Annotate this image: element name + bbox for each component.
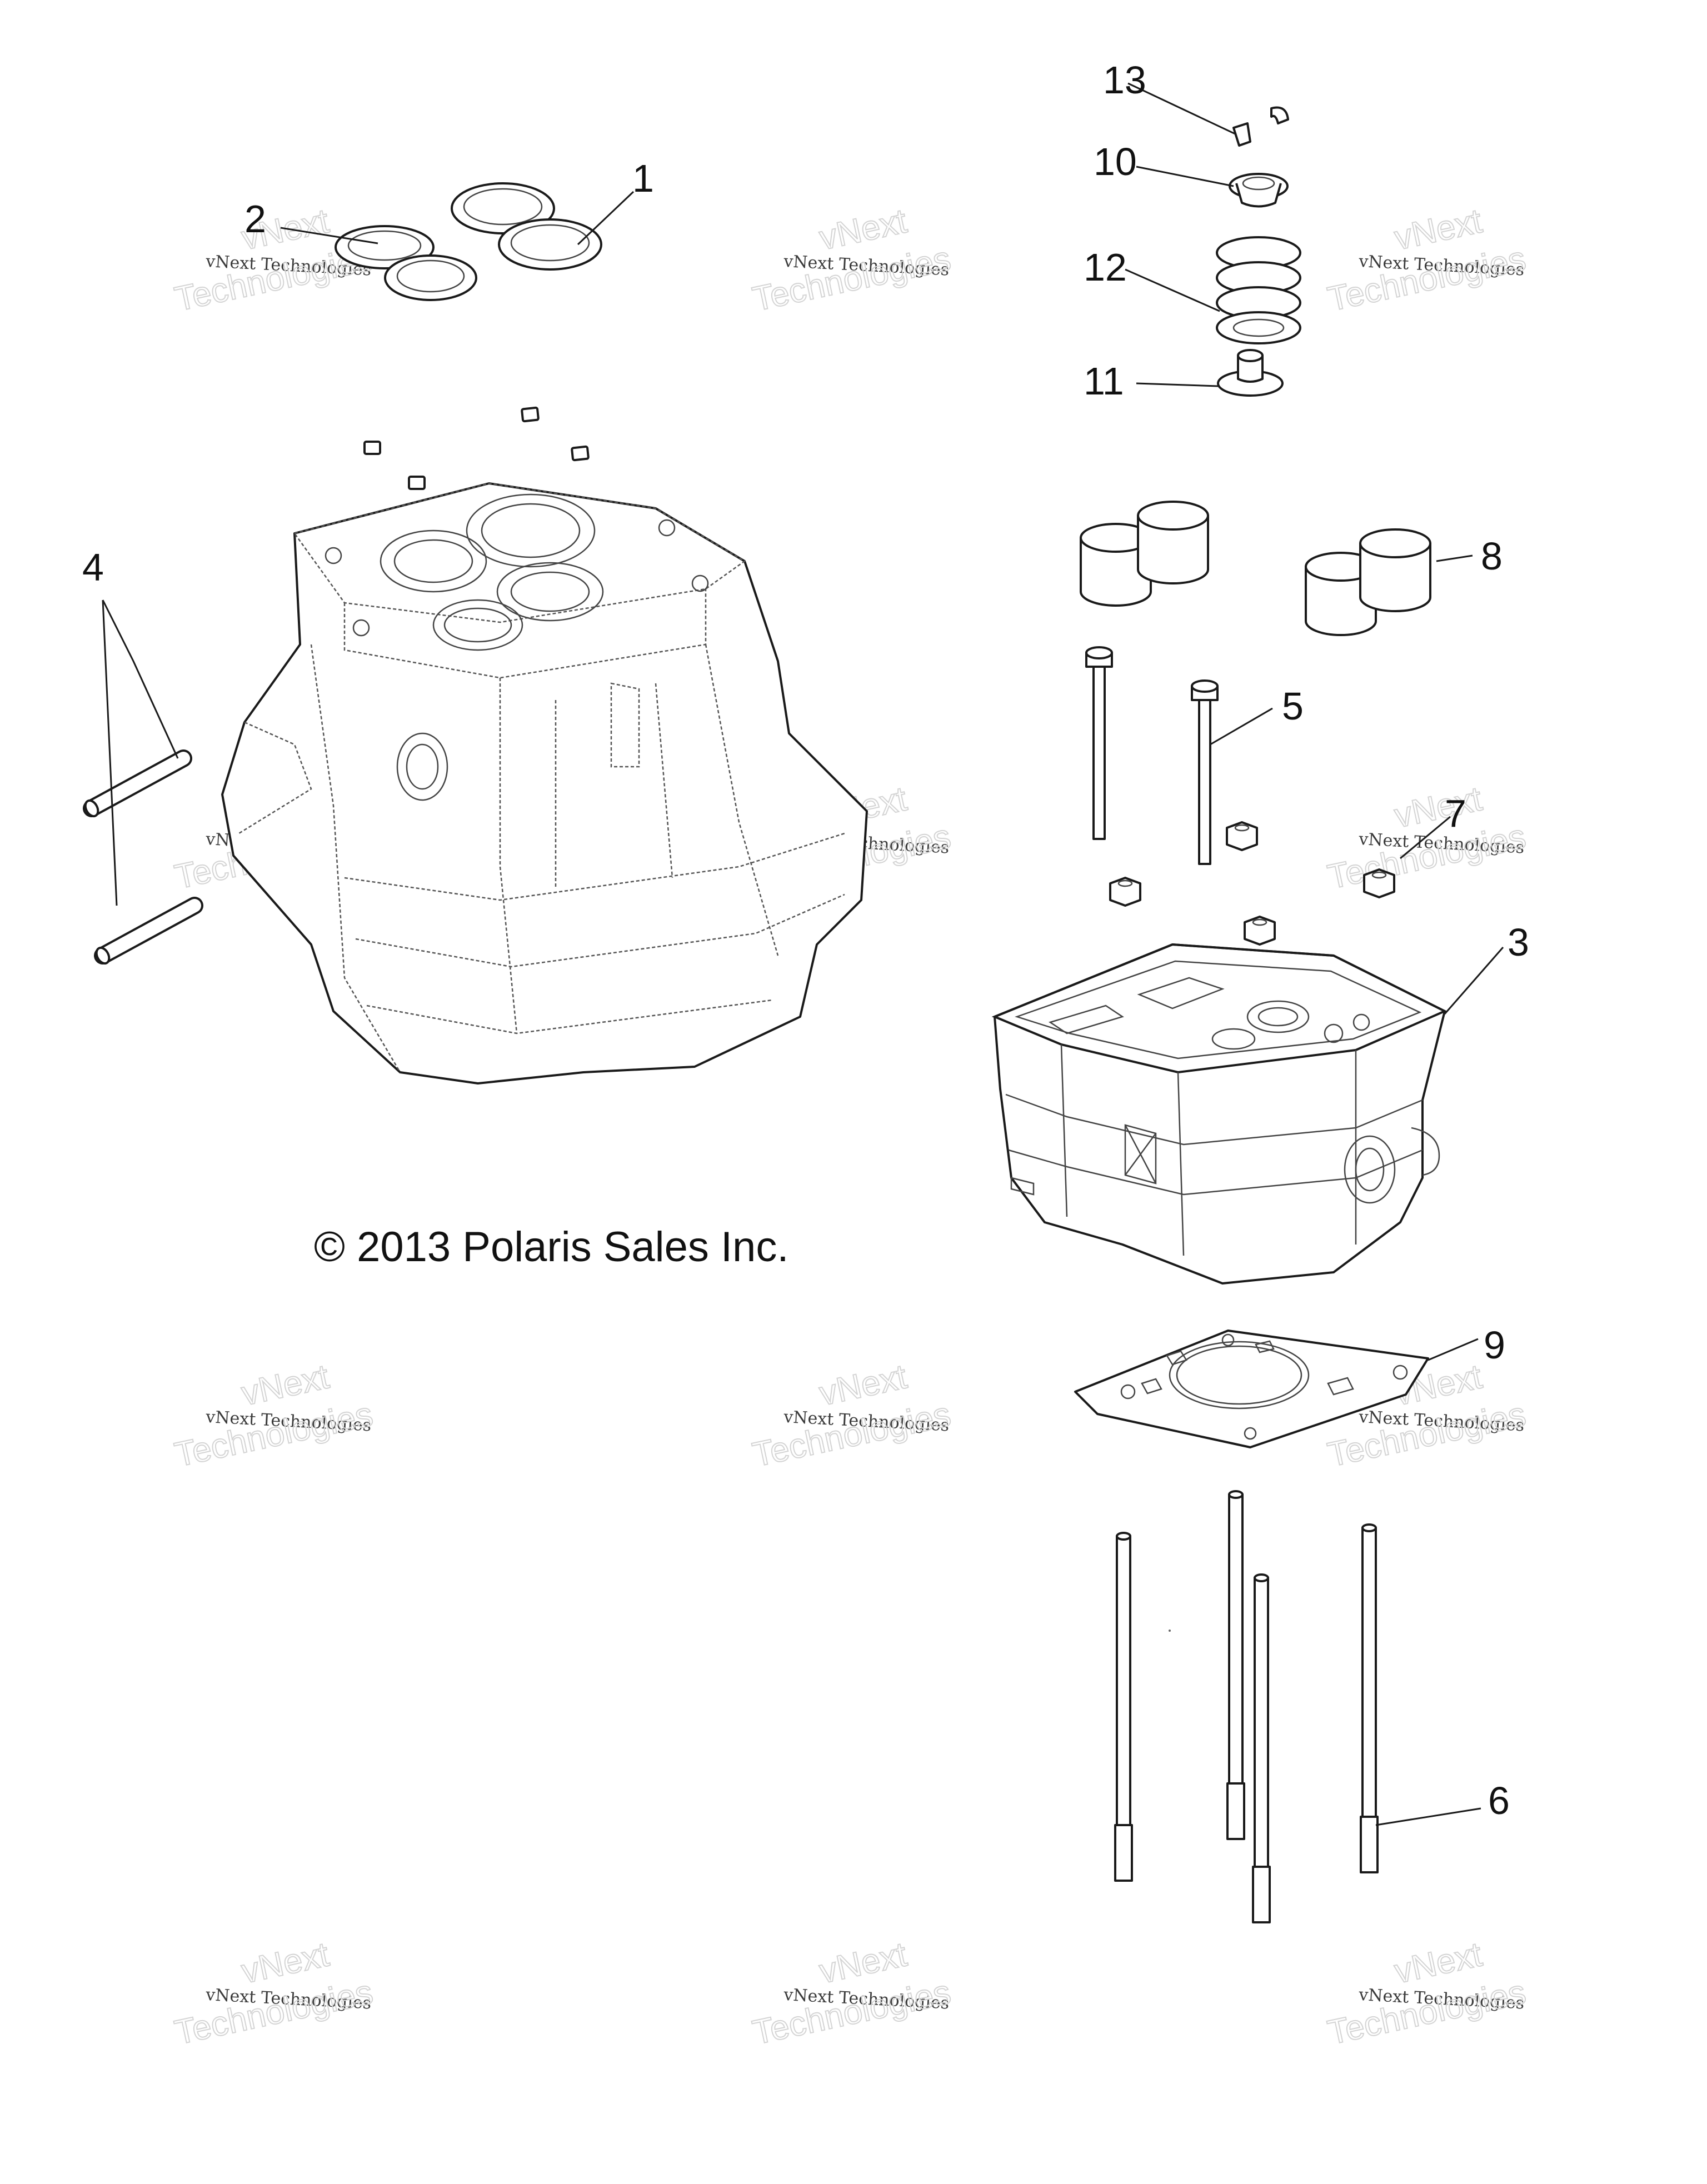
callout-3: 3 (1508, 921, 1529, 964)
nuts (1109, 821, 1395, 946)
valve-lifters (1080, 501, 1431, 636)
lifter (1137, 501, 1209, 584)
watermark-text-top: vNext (1391, 202, 1485, 257)
stud (1360, 1523, 1379, 1873)
watermark: vNext vNext Technologies Technologies (749, 201, 955, 319)
watermark: vNext vNext Technologies Technologies (1324, 1935, 1530, 2052)
watermark: vNext vNext Technologies Technologies (1324, 201, 1530, 319)
watermark: vNext vNext Technologies Technologies (171, 1357, 377, 1475)
dowel-pins (83, 749, 203, 965)
callout-6: 6 (1488, 1779, 1510, 1822)
callout-12: 12 (1084, 246, 1127, 289)
cylinder-studs (1114, 1490, 1379, 1923)
cylinder (221, 482, 868, 1084)
valve (384, 254, 477, 490)
stud (1252, 1573, 1271, 1923)
head-gasket (1074, 1330, 1429, 1448)
watermark-text-top: vNext (238, 1357, 332, 1413)
spring-retainer (1229, 173, 1289, 208)
spring-seat (1217, 349, 1284, 397)
callout-5: 5 (1282, 684, 1304, 728)
watermark-text-top: vNext (816, 202, 910, 257)
callout-10: 10 (1094, 140, 1137, 183)
watermark: vNext vNext Technologies Technologies (749, 1357, 955, 1475)
callout-9: 9 (1484, 1323, 1505, 1367)
lifter (1359, 528, 1431, 612)
watermark: vNext vNext Technologies Technologies (171, 1935, 377, 2052)
cylinder-head (991, 943, 1448, 1285)
nut (1109, 877, 1141, 907)
copyright-notice: © 2013 Polaris Sales Inc. (314, 1223, 788, 1271)
head-bolts (1085, 646, 1219, 865)
callout-labels: 1 2 3 4 5 6 7 8 9 10 11 12 13 (82, 58, 1529, 1822)
stud (1114, 1532, 1133, 1882)
watermark-text-top: vNext (1391, 1935, 1485, 1991)
head-bolt (1191, 679, 1219, 865)
watermark: vNext vNext Technologies Technologies (749, 1935, 955, 2052)
nut (1363, 868, 1395, 898)
dowel-pin (83, 749, 192, 818)
lifter (1305, 552, 1377, 636)
valve-spring (1216, 236, 1301, 344)
leader-lines (102, 82, 1504, 1826)
nut (1226, 821, 1258, 851)
valve (335, 225, 435, 455)
callout-2: 2 (244, 197, 266, 241)
head-bolt (1085, 646, 1113, 840)
valves (335, 182, 602, 490)
watermark-text-top: vNext (238, 1935, 332, 1991)
stud (1226, 1490, 1245, 1840)
callout-4: 4 (82, 546, 104, 589)
callout-13: 13 (1103, 58, 1146, 102)
dowel-pin (94, 897, 203, 965)
lifter (1080, 523, 1152, 607)
valve-keepers (1232, 106, 1289, 147)
watermark: vNext vNext Technologies Technologies (1324, 779, 1530, 897)
callout-8: 8 (1481, 534, 1503, 578)
watermark-text-top: vNext (816, 1357, 910, 1413)
stray-mark (1169, 1630, 1171, 1632)
valve (498, 218, 602, 462)
callout-7: 7 (1445, 792, 1466, 835)
callout-1: 1 (632, 157, 654, 200)
nut (1244, 916, 1276, 946)
watermark-text-top: vNext (816, 1935, 910, 1991)
callout-11: 11 (1084, 359, 1124, 403)
